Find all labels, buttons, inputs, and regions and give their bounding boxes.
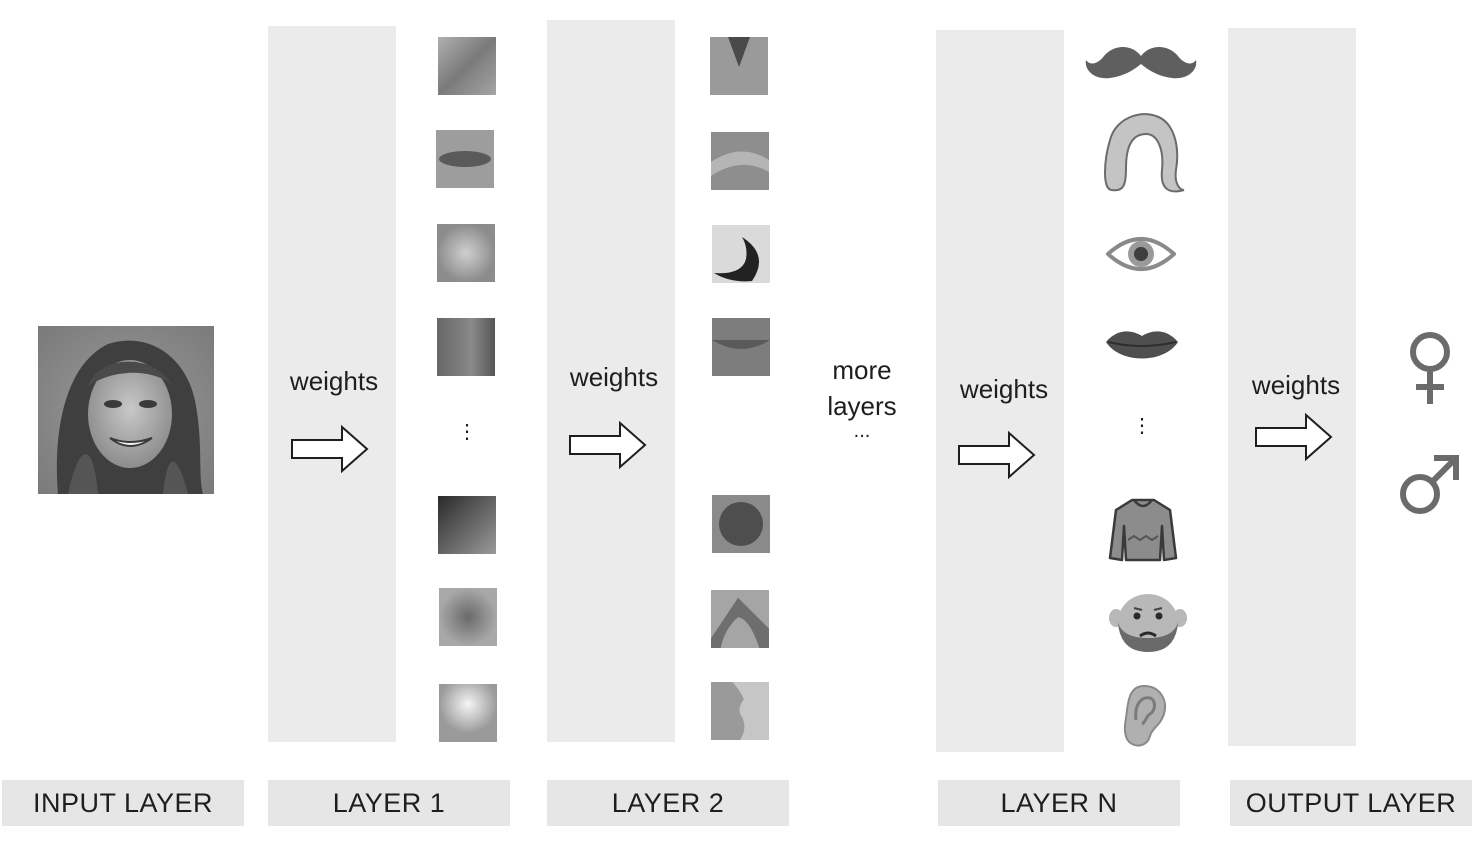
layer2-feature-patch bbox=[712, 318, 770, 376]
more-layers-ellipsis: ... bbox=[853, 420, 871, 442]
layer-2-label: LAYER 2 bbox=[547, 780, 789, 826]
layer2-feature-patch bbox=[712, 495, 770, 553]
layer-n-weights-band bbox=[936, 30, 1064, 752]
layer1-feature-patch bbox=[438, 37, 496, 95]
layer2-feature-patch bbox=[711, 132, 769, 190]
layer-1-label: LAYER 1 bbox=[268, 780, 510, 826]
hair-icon bbox=[1104, 113, 1185, 193]
arrow-icon bbox=[569, 420, 647, 470]
layer-1-weights-band bbox=[268, 26, 396, 742]
arrow-icon bbox=[291, 424, 369, 474]
weights-label-1: weights bbox=[289, 366, 379, 396]
layer1-feature-patch bbox=[438, 496, 496, 554]
sweater-icon bbox=[1108, 498, 1178, 562]
layer-n-vertical-ellipsis: ⋮ bbox=[1132, 415, 1152, 437]
input-layer-label: INPUT LAYER bbox=[2, 780, 244, 826]
layer1-vertical-ellipsis: ⋮ bbox=[457, 421, 477, 443]
layer1-feature-patch bbox=[437, 224, 495, 282]
layer2-feature-patch bbox=[711, 682, 769, 740]
layer2-feature-patch bbox=[712, 225, 770, 283]
layer-n-label: LAYER N bbox=[938, 780, 1180, 826]
layer-2-weights-band bbox=[547, 20, 675, 742]
more-layers-line1: more bbox=[832, 355, 892, 385]
more-layers-label: more layers ... bbox=[802, 352, 922, 442]
layer1-feature-patch bbox=[439, 588, 497, 646]
bearded-face-icon bbox=[1109, 594, 1187, 652]
layer2-feature-patch bbox=[710, 37, 768, 95]
layer1-feature-patch bbox=[437, 318, 495, 376]
input-face-image bbox=[38, 326, 214, 494]
layer1-feature-patch bbox=[439, 684, 497, 742]
layer2-feature-patch bbox=[711, 590, 769, 648]
eye-icon bbox=[1106, 237, 1176, 271]
output-layer-label: OUTPUT LAYER bbox=[1230, 780, 1472, 826]
arrow-icon bbox=[958, 430, 1036, 480]
output-weights-band bbox=[1228, 28, 1356, 746]
lips-icon bbox=[1106, 331, 1178, 359]
weights-label-n: weights bbox=[959, 374, 1049, 404]
ear-icon bbox=[1123, 684, 1166, 747]
male-symbol-icon bbox=[1400, 455, 1459, 514]
weights-label-output: weights bbox=[1251, 370, 1341, 400]
layer1-feature-patch bbox=[436, 130, 494, 188]
weights-label-2: weights bbox=[569, 362, 659, 392]
mustache-icon bbox=[1085, 47, 1197, 79]
female-symbol-icon bbox=[1410, 332, 1450, 404]
more-layers-line2: layers bbox=[827, 391, 897, 421]
arrow-icon bbox=[1255, 412, 1333, 462]
